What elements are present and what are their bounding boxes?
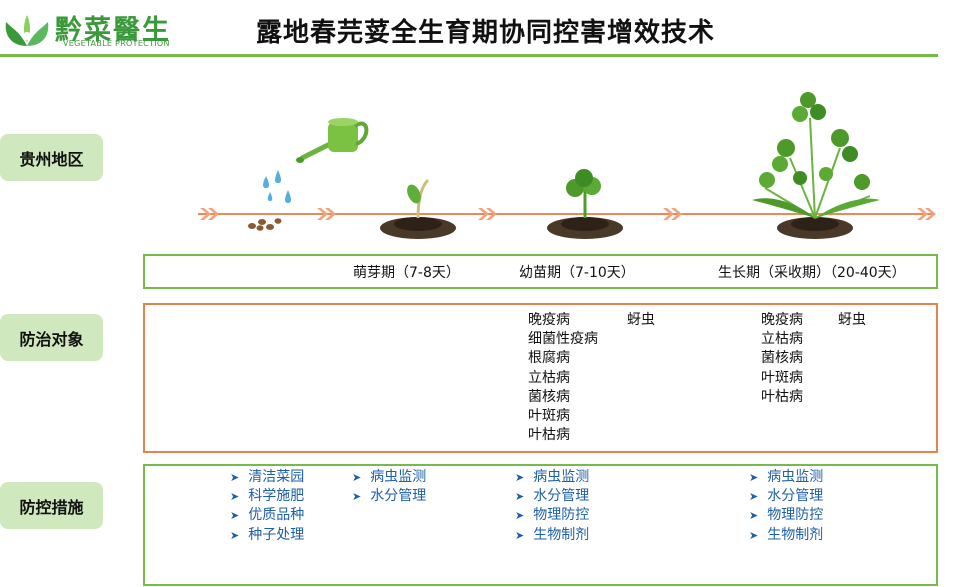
logo-subtitle: VEGETABLE PROTECTION bbox=[63, 39, 170, 48]
list-item: ➤科学施肥 bbox=[230, 487, 304, 506]
seeds-icon bbox=[248, 218, 282, 231]
list-item: ➤优质品种 bbox=[230, 506, 304, 525]
list-item: 立枯病 bbox=[761, 331, 803, 348]
list-item: 叶斑病 bbox=[528, 408, 570, 425]
stage-growth: 生长期（采收期）（20-40天） bbox=[718, 265, 906, 281]
list-item: ➤水分管理 bbox=[352, 487, 426, 506]
stage-germination: 萌芽期（7-8天） bbox=[353, 265, 460, 281]
list-item: 叶斑病 bbox=[761, 369, 803, 386]
measures-growth-list: ➤病虫监测 ➤水分管理 ➤物理防控 ➤生物制剂 bbox=[749, 468, 823, 545]
list-item: ➤病虫监测 bbox=[515, 468, 589, 487]
label-region: 贵州地区 bbox=[0, 134, 103, 181]
seedling-icon bbox=[566, 169, 601, 218]
list-item: ➤生物制剂 bbox=[515, 526, 589, 545]
list-item: 蚜虫 bbox=[627, 312, 655, 328]
list-item: 菌核病 bbox=[528, 388, 570, 405]
list-item: 叶枯病 bbox=[528, 427, 570, 444]
water-drop-icon bbox=[263, 170, 291, 203]
arrow-bullet-icon: ➤ bbox=[515, 528, 525, 542]
list-item: ➤种子处理 bbox=[230, 526, 304, 545]
arrow-bullet-icon: ➤ bbox=[749, 471, 759, 484]
watering-can-icon bbox=[296, 118, 369, 163]
sprout-icon bbox=[407, 178, 430, 219]
list-item: ➤病虫监测 bbox=[749, 468, 823, 487]
logo-text: 黔菜醫生 bbox=[55, 15, 171, 46]
list-item: 菌核病 bbox=[761, 350, 803, 367]
list-item: ➤物理防控 bbox=[515, 506, 589, 525]
list-item: 晚疫病 bbox=[528, 312, 570, 328]
arrow-bullet-icon: ➤ bbox=[749, 528, 759, 542]
measures-seedling-list: ➤病虫监测 ➤水分管理 ➤物理防控 ➤生物制剂 bbox=[515, 468, 589, 545]
list-item: 叶枯病 bbox=[761, 388, 803, 405]
arrow-bullet-icon: ➤ bbox=[230, 528, 240, 542]
stage-seedling: 幼苗期（7-10天） bbox=[519, 265, 635, 281]
measures-pre-list: ➤清洁菜园 ➤科学施肥 ➤优质品种 ➤种子处理 bbox=[230, 468, 304, 545]
list-item: ➤物理防控 bbox=[749, 506, 823, 525]
arrow-bullet-icon: ➤ bbox=[749, 509, 759, 523]
stage-box bbox=[143, 254, 938, 289]
list-item: 晚疫病 bbox=[761, 312, 803, 328]
arrow-bullet-icon: ➤ bbox=[352, 471, 362, 484]
list-item: ➤水分管理 bbox=[515, 487, 589, 506]
seedling-diseases-list: 晚疫病 细菌性疫病 根腐病 立枯病 菌核病 叶斑病 叶枯病 bbox=[528, 311, 598, 445]
arrow-chevrons-icon bbox=[200, 208, 936, 220]
list-item: ➤清洁菜园 bbox=[230, 468, 304, 487]
list-item: 细菌性疫病 bbox=[528, 331, 598, 348]
label-targets: 防治对象 bbox=[0, 314, 103, 361]
measures-box bbox=[143, 464, 938, 586]
measures-germination-list: ➤病虫监测 ➤水分管理 bbox=[352, 468, 426, 506]
arrow-bullet-icon: ➤ bbox=[230, 490, 240, 504]
header-divider bbox=[0, 54, 938, 57]
list-item: ➤病虫监测 bbox=[352, 468, 426, 487]
growth-diseases-list: 晚疫病 立枯病 菌核病 叶斑病 叶枯病 bbox=[761, 311, 803, 407]
list-item: 蚜虫 bbox=[838, 312, 866, 328]
arrow-bullet-icon: ➤ bbox=[515, 471, 525, 484]
growth-pests-list: 蚜虫 bbox=[838, 311, 866, 330]
arrow-bullet-icon: ➤ bbox=[352, 490, 362, 504]
arrow-bullet-icon: ➤ bbox=[749, 490, 759, 504]
label-measures: 防控措施 bbox=[0, 482, 103, 529]
arrow-bullet-icon: ➤ bbox=[230, 509, 240, 523]
seedling-pests-list: 蚜虫 bbox=[627, 311, 655, 330]
arrow-bullet-icon: ➤ bbox=[515, 509, 525, 523]
list-item: 立枯病 bbox=[528, 369, 570, 386]
list-item: ➤生物制剂 bbox=[749, 526, 823, 545]
targets-box bbox=[143, 303, 938, 453]
logo-leaf-icon bbox=[5, 15, 49, 46]
list-item: 根腐病 bbox=[528, 350, 570, 367]
page-title: 露地春芫荽全生育期协同控害增效技术 bbox=[256, 18, 716, 48]
list-item: ➤水分管理 bbox=[749, 487, 823, 506]
arrow-bullet-icon: ➤ bbox=[515, 490, 525, 504]
arrow-bullet-icon: ➤ bbox=[230, 471, 240, 484]
growth-timeline bbox=[198, 92, 936, 239]
mature-plant-icon bbox=[752, 92, 880, 219]
